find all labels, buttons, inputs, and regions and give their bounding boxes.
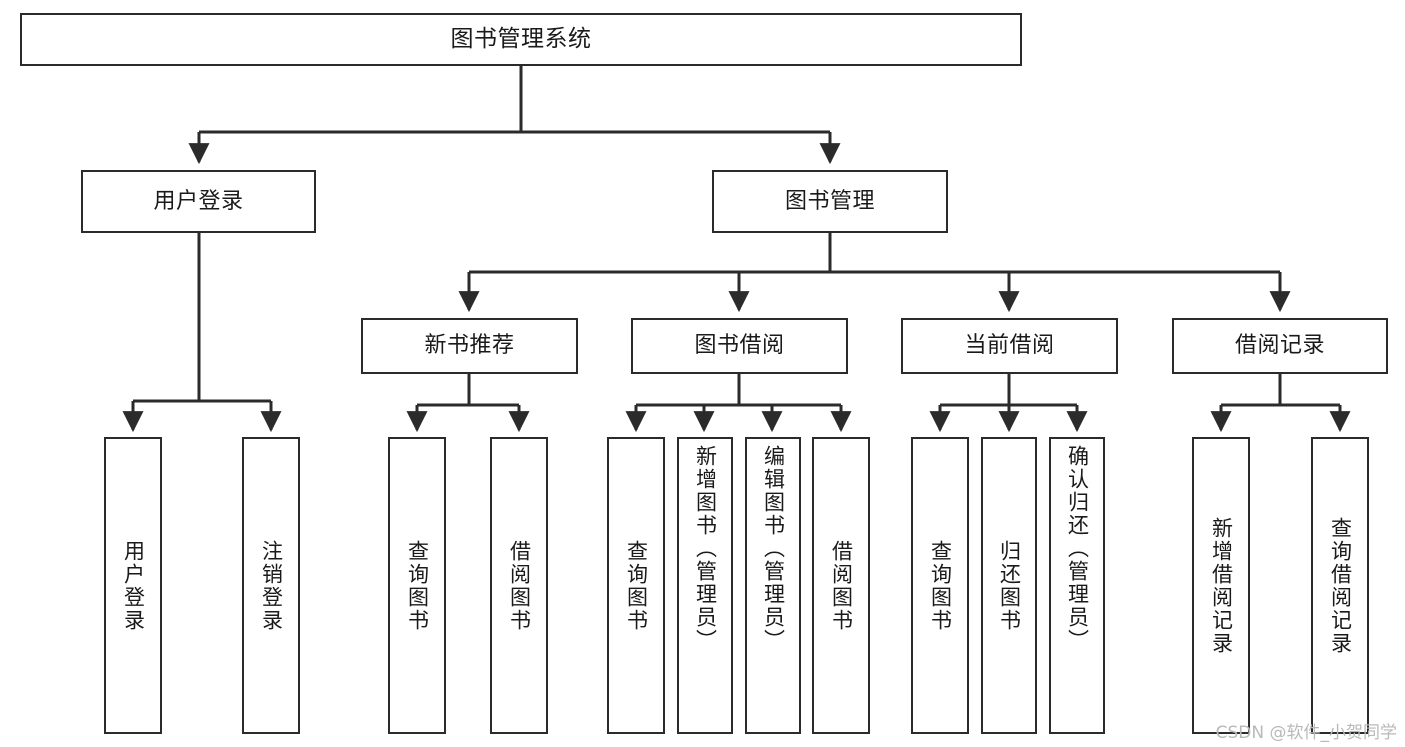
leaf-logout[interactable]: 注销登录 (242, 437, 300, 734)
node-label: 归还图书 (997, 539, 1022, 632)
node-label: 注销登录 (259, 539, 284, 632)
node-label: 用户登录 (121, 539, 146, 632)
node-new-book-recommendation[interactable]: 新书推荐 (361, 318, 578, 374)
leaf-user-login[interactable]: 用户登录 (104, 437, 162, 734)
leaf-query-borrow-record[interactable]: 查询借阅记录 (1311, 437, 1369, 734)
leaf-borrow-book[interactable]: 借阅图书 (812, 437, 870, 734)
node-root-book-management-system[interactable]: 图书管理系统 (20, 13, 1022, 66)
node-book-borrow[interactable]: 图书借阅 (631, 318, 848, 374)
node-borrow-record[interactable]: 借阅记录 (1172, 318, 1388, 374)
node-label: 新增图书（管理员） (693, 445, 718, 652)
node-label: 编辑图书（管理员） (761, 445, 786, 652)
node-label: 确认归还（管理员） (1065, 445, 1090, 652)
node-current-borrow[interactable]: 当前借阅 (901, 318, 1118, 374)
node-label: 借阅记录 (1234, 333, 1325, 359)
leaf-query-book-borrow[interactable]: 查询图书 (607, 437, 665, 734)
node-label: 查询图书 (405, 539, 430, 632)
leaf-confirm-return-admin[interactable]: 确认归还（管理员） (1049, 437, 1105, 734)
leaf-add-book-admin[interactable]: 新增图书（管理员） (677, 437, 733, 734)
node-label: 新书推荐 (424, 333, 515, 359)
csdn-watermark: CSDN @软件_小贺同学 (1215, 723, 1397, 743)
node-label: 图书管理系统 (450, 25, 592, 52)
node-label: 查询借阅记录 (1328, 516, 1353, 655)
leaf-edit-book-admin[interactable]: 编辑图书（管理员） (745, 437, 801, 734)
leaf-query-book-newbook[interactable]: 查询图书 (388, 437, 446, 734)
leaf-add-borrow-record[interactable]: 新增借阅记录 (1192, 437, 1250, 734)
node-label: 查询图书 (624, 539, 649, 632)
node-label: 查询图书 (928, 539, 953, 632)
node-label: 新增借阅记录 (1209, 516, 1234, 655)
leaf-borrow-book-newbook[interactable]: 借阅图书 (490, 437, 548, 734)
node-book-management[interactable]: 图书管理 (712, 170, 948, 233)
leaf-return-book[interactable]: 归还图书 (981, 437, 1037, 734)
node-label: 图书管理 (784, 188, 875, 214)
node-label: 借阅图书 (829, 539, 854, 632)
node-label: 当前借阅 (964, 333, 1055, 359)
node-label: 用户登录 (153, 188, 244, 214)
node-label: 借阅图书 (507, 539, 532, 632)
node-user-login[interactable]: 用户登录 (81, 170, 316, 233)
leaf-query-book-current[interactable]: 查询图书 (911, 437, 969, 734)
node-label: 图书借阅 (694, 333, 785, 359)
